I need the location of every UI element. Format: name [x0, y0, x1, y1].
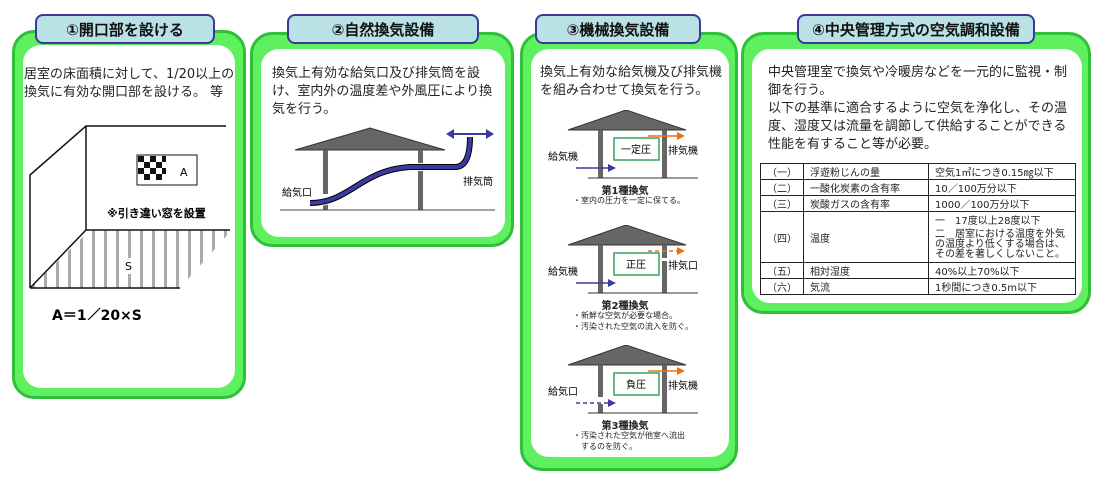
- table-cell-no: （一）: [760, 163, 804, 180]
- ventilation-type-name: 第3種換気: [601, 421, 649, 432]
- ventilation-type-desc: ・汚染された空気の流入を防ぐ。: [573, 322, 693, 331]
- panel-opening-text: 居室の床面積に対して、1/20以上の換気に有効な開口部を設ける。 等: [24, 67, 235, 100]
- window-pattern: [136, 154, 198, 186]
- table-cell-value-2: 二 居室における温度を外気の温度より低くする場合は、その差を著しくしないこと。: [935, 229, 1065, 260]
- supply-label: 給気口: [548, 385, 578, 398]
- exhaust-label: 排気機: [668, 379, 698, 392]
- table-cell-value: 40%以上70%以下: [928, 262, 1076, 279]
- table-cell-item: 相対湿度: [803, 262, 929, 279]
- table-cell-no: （三）: [760, 195, 804, 212]
- table-cell-value: 空気1㎥につき0.15㎎以下: [928, 163, 1076, 180]
- table-cell-no: （五）: [760, 262, 804, 279]
- panel-central-text-1: 中央管理室で換気や冷暖房などを一元的に監視・制御を行う。: [768, 65, 1068, 98]
- pressure-label: 負圧: [626, 379, 646, 391]
- table-cell-value: 1000／100万分以下: [928, 195, 1076, 212]
- natural-ventilation-diagram: 給気口 排気筒: [280, 127, 495, 211]
- panel-mechanical-ventilation-text: 換気上有効な給気機及び排気機を組み合わせて換気を行う。: [540, 65, 723, 98]
- table-cell-no: （二）: [760, 179, 804, 196]
- table-cell-value: 一 17度以上28度以下二 居室における温度を外気の温度より低くする場合は、その…: [928, 211, 1076, 263]
- table-cell-value: 1秒間につき0.5m以下: [928, 278, 1076, 295]
- panel-central-air-conditioning-title: ④中央管理方式の空気調和設備: [797, 14, 1035, 44]
- supply-label: 給気機: [548, 265, 578, 278]
- table-cell-item: 温度: [803, 211, 929, 263]
- room-diagram: A ※引き違い窓を設置 S A＝1／20×S: [29, 125, 230, 320]
- ventilation-type-desc: ・汚染された空気が他室へ流出: [573, 431, 685, 440]
- panel-opening: [12, 30, 246, 399]
- table-cell-item: 一酸化炭素の含有率: [803, 179, 929, 196]
- ventilation-type-desc: ・新鮮な空気が必要な場合。: [573, 311, 677, 320]
- table-cell-item: 炭酸ガスの含有率: [803, 195, 929, 212]
- panel-natural-ventilation-text: 換気上有効な給気口及び排気筒を設け、室内外の温度差や外風圧により換気を行う。: [272, 66, 493, 117]
- table-cell-no: （六）: [760, 278, 804, 295]
- ventilation-type-2-diagram: 正圧 給気機 排気口: [548, 225, 698, 294]
- table-cell-no: （四）: [760, 211, 804, 263]
- pressure-label: 一定圧: [621, 143, 651, 156]
- ventilation-type-name: 第2種換気: [601, 301, 649, 312]
- label-a: A: [180, 166, 188, 179]
- table-row: （一）浮遊粉じんの量空気1㎥につき0.15㎎以下: [760, 163, 1076, 180]
- panel-natural-ventilation-title: ②自然換気設備: [287, 14, 479, 44]
- panel-central-text-2: 以下の基準に適合するように空気を浄化し、その温度、湿度又は流量を調節して供給する…: [768, 101, 1068, 152]
- exhaust-label: 排気機: [668, 144, 698, 157]
- area-formula: A＝1／20×S: [52, 308, 142, 320]
- ventilation-type-desc: ・室内の圧力を一定に保てる。: [573, 196, 685, 205]
- table-row: （四）温度一 17度以上28度以下二 居室における温度を外気の温度より低くする場…: [760, 211, 1076, 263]
- window-note: ※引き違い窓を設置: [107, 206, 206, 220]
- panel-opening-title: ①開口部を設ける: [35, 14, 215, 44]
- label-s: S: [125, 260, 132, 273]
- supply-label: 給気機: [548, 150, 578, 163]
- table-cell-item: 浮遊粉じんの量: [803, 163, 929, 180]
- ventilation-type-name: 第1種換気: [601, 186, 649, 197]
- chimney-label: 排気筒: [463, 175, 493, 188]
- pressure-label: 正圧: [626, 260, 646, 271]
- exhaust-label: 排気口: [668, 259, 698, 272]
- table-cell-item: 気流: [803, 278, 929, 295]
- inlet-label: 給気口: [282, 186, 312, 199]
- panel-mechanical-ventilation-title: ③機械換気設備: [535, 14, 701, 44]
- ventilation-type-1-diagram: 一定圧 給気機 排気機: [548, 110, 698, 179]
- table-cell-value: 10／100万分以下: [928, 179, 1076, 196]
- ventilation-type-desc: するのを防ぐ。: [573, 442, 637, 451]
- ventilation-type-3-diagram: 負圧 給気口 排気機: [548, 345, 698, 414]
